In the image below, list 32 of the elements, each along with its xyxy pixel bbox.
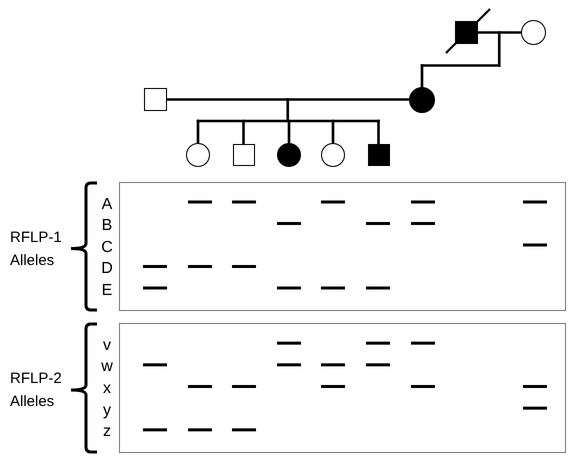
allele-label: B (102, 217, 112, 235)
allele-label: A (102, 196, 112, 214)
child-line (196, 120, 200, 144)
unaffected-female-circle (186, 143, 210, 167)
allele-label: D (101, 260, 113, 278)
allele-label: C (101, 238, 113, 256)
affected-female-circle (277, 143, 301, 167)
affected-female-circle (409, 86, 435, 112)
bracket-label: RFLP-2 Alleles (10, 369, 63, 412)
allele-label: x (103, 380, 111, 398)
bracket-label: RFLP-1 Alleles (10, 228, 63, 270)
unaffected-male-square (232, 144, 254, 166)
child-line (420, 64, 424, 88)
child-line (242, 120, 245, 146)
unaffected-female-circle (520, 20, 546, 45)
child-line (377, 120, 380, 146)
descent-line (286, 98, 290, 122)
marriage-line (476, 31, 522, 34)
child-line (288, 120, 290, 144)
allele-label: E (102, 282, 112, 300)
allele-label: v (103, 336, 111, 355)
child-line (332, 120, 334, 144)
marriage-line (165, 98, 410, 101)
sibship-line (420, 64, 501, 67)
allele-label: z (103, 423, 111, 442)
descent-line (498, 31, 501, 67)
affected-male-square (368, 144, 390, 166)
unaffected-female-circle (321, 143, 345, 167)
allele-label: y (103, 402, 111, 420)
allele-label: w (101, 358, 113, 376)
unaffected-male-square (144, 88, 166, 111)
sibship-line (196, 120, 380, 122)
